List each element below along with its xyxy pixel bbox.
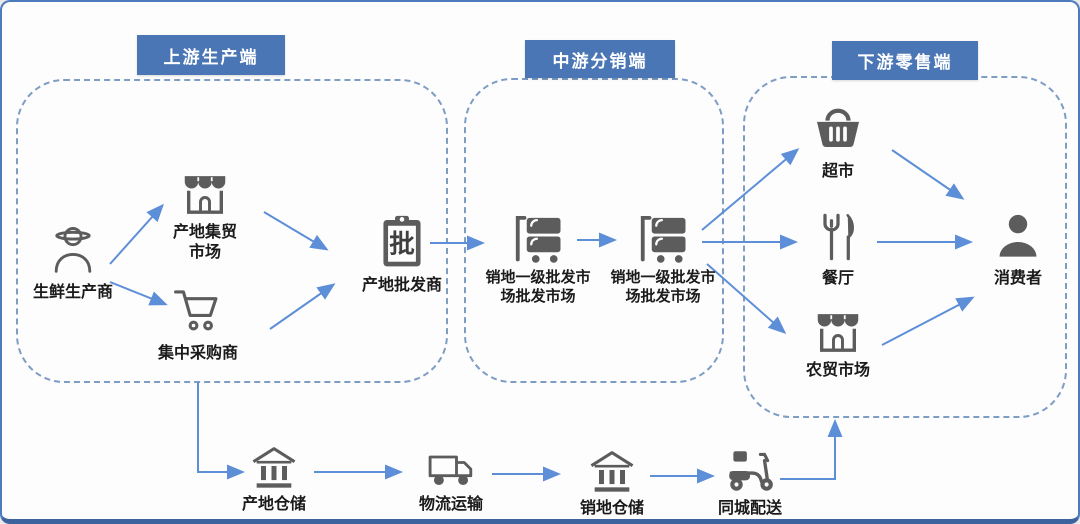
node-origin-trade-market: 产地集贸市场: [171, 168, 239, 262]
node-origin-wholesaler: 批 产地批发商: [362, 213, 442, 295]
node-farmers-market: 农贸市场: [806, 306, 870, 380]
arrow-upstream-to-origin-warehouse: [197, 382, 245, 480]
arrow-farmers-market-to-consumer: [881, 296, 975, 346]
basket-icon: [810, 103, 866, 157]
shopping-cart-icon: [171, 283, 225, 339]
node-dest-wholesale-market-2: 销地一级批发市场批发市场: [609, 210, 717, 306]
farmer-icon: [46, 222, 100, 278]
node-city-delivery: 同城配送: [718, 448, 782, 518]
node-central-buyer: 集中采购商: [158, 283, 238, 363]
node-label: 销地仓储: [579, 498, 645, 517]
node-label: 产地批发商: [361, 275, 443, 294]
fork-knife-icon: [812, 210, 864, 264]
node-restaurant: 餐厅: [812, 210, 864, 288]
storefront-icon: [811, 306, 865, 356]
person-icon: [992, 208, 1044, 264]
node-dest-warehouse: 销地仓储: [580, 446, 644, 518]
header-midstream: 中游分销端: [525, 40, 675, 78]
node-label: 物流运输: [418, 494, 484, 513]
drawer-cart-icon: [633, 210, 693, 264]
arrow-supermarket-to-consumer: [891, 149, 965, 200]
arrow-producer-to-central-buyer: [109, 281, 168, 306]
upstream-section-box: [16, 79, 448, 383]
scooter-icon: [723, 448, 777, 494]
node-label: 集中采购商: [157, 343, 239, 362]
node-label: 生鲜生产商: [32, 282, 114, 301]
node-dest-wholesale-market-1: 销地一级批发市场批发市场: [484, 210, 592, 306]
node-label: 餐厅: [821, 268, 854, 287]
header-downstream-label: 下游零售端: [857, 53, 953, 73]
clipboard-char: 批: [389, 229, 415, 259]
clipboard-icon: 批: [374, 213, 430, 271]
warehouse-icon: [586, 446, 638, 494]
node-label: 农贸市场: [805, 360, 871, 379]
node-label: 同城配送: [717, 498, 783, 517]
node-label: 产地集贸市场: [172, 222, 237, 261]
node-producer: 生鲜生产商: [33, 222, 113, 302]
arrow-dest-market-to-supermarket: [701, 148, 800, 231]
arrow-origin-market-to-wholesaler: [263, 211, 329, 251]
storefront-icon: [178, 168, 232, 218]
arrow-dest-market-to-farmers-market: [706, 263, 787, 334]
node-label: 销地一级批发市场批发市场: [485, 268, 591, 305]
midstream-section-box: [464, 78, 724, 383]
header-downstream: 下游零售端: [832, 41, 978, 80]
header-upstream-label: 上游生产端: [163, 47, 259, 68]
node-label: 销地一级批发市场批发市场: [610, 268, 716, 305]
node-logistics-transport: 物流运输: [419, 446, 483, 514]
node-consumer: 消费者: [992, 208, 1044, 288]
warehouse-icon: [248, 442, 300, 490]
node-origin-warehouse: 产地仓储: [242, 442, 306, 514]
node-supermarket: 超市: [810, 103, 866, 181]
truck-icon: [424, 446, 478, 490]
header-midstream-label: 中游分销端: [552, 51, 648, 72]
arrow-producer-to-origin-market: [109, 203, 165, 265]
arrow-delivery-to-farmers-market: [780, 419, 843, 480]
header-upstream: 上游生产端: [137, 35, 285, 75]
node-label: 消费者: [993, 268, 1042, 287]
node-label: 超市: [821, 161, 854, 180]
node-label: 产地仓储: [241, 494, 307, 513]
arrow-central-buyer-to-wholesaler: [269, 283, 336, 330]
drawer-cart-icon: [508, 210, 568, 264]
